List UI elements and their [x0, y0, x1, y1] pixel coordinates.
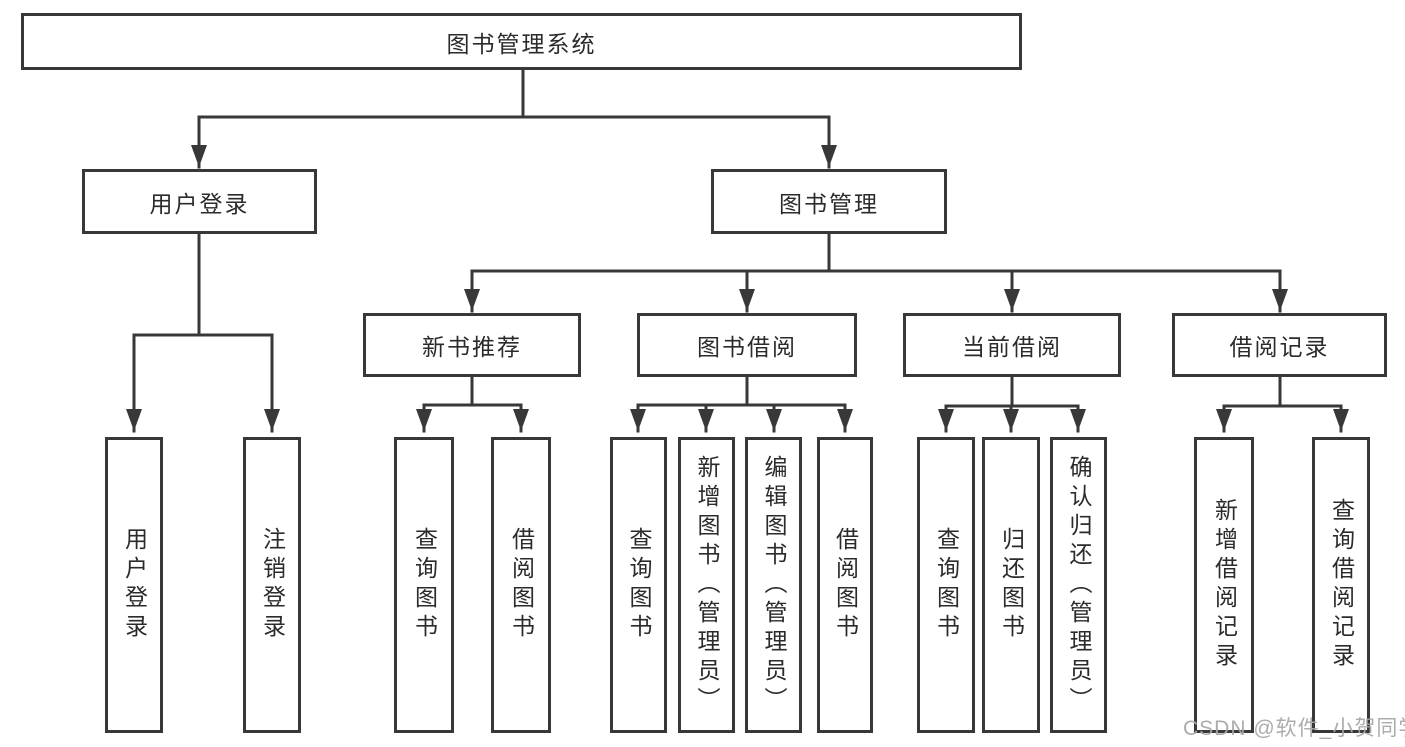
node-leaf-add-borrow-record: 新增借阅记录 [1194, 437, 1254, 733]
node-label: 图书借阅 [697, 334, 797, 360]
node-borrowing-records: 借阅记录 [1172, 313, 1387, 377]
node-label: 图书管理系统 [446, 30, 597, 57]
node-label: 新书推荐 [422, 334, 522, 360]
node-book-borrowing: 图书借阅 [637, 313, 857, 377]
node-new-book-recommend: 新书推荐 [363, 313, 581, 377]
node-leaf-borrow-books-recommend: 借阅图书 [491, 437, 551, 733]
node-label: 新增借阅记录 [1211, 498, 1238, 672]
node-label: 图书管理 [779, 190, 879, 217]
node-label: 查询图书 [933, 527, 960, 643]
node-leaf-logout: 注销登录 [243, 437, 301, 733]
node-label: 归还图书 [998, 527, 1025, 643]
node-book-management-branch: 图书管理 [711, 169, 947, 234]
node-leaf-query-books-current: 查询图书 [917, 437, 975, 733]
node-leaf-query-books-borrowing: 查询图书 [610, 437, 667, 733]
node-label: 注销登录 [259, 527, 286, 643]
node-label: 查询借阅记录 [1328, 498, 1355, 672]
node-label: 借阅图书 [832, 527, 859, 643]
node-label: 用户登录 [121, 527, 148, 643]
node-leaf-return-book: 归还图书 [982, 437, 1040, 733]
node-current-borrowing: 当前借阅 [903, 313, 1121, 377]
node-leaf-query-borrow-record: 查询借阅记录 [1312, 437, 1370, 733]
node-label: 查询图书 [626, 527, 652, 643]
node-label: 用户登录 [149, 190, 250, 217]
node-leaf-query-books-recommend: 查询图书 [394, 437, 454, 733]
node-label: 借阅图书 [508, 527, 535, 643]
node-root-system: 图书管理系统 [21, 13, 1022, 70]
node-user-login-branch: 用户登录 [82, 169, 317, 234]
node-leaf-borrow-books-borrowing: 借阅图书 [817, 437, 873, 733]
node-leaf-confirm-return-admin: 确认归还（管理员） [1050, 437, 1107, 733]
node-label: 编辑图书（管理员） [761, 454, 787, 716]
node-leaf-user-login: 用户登录 [105, 437, 163, 733]
node-leaf-add-book-admin: 新增图书（管理员） [678, 437, 735, 733]
node-label: 新增图书（管理员） [694, 454, 720, 716]
csdn-watermark: CSDN @软件_小贺同学 [1183, 717, 1405, 740]
node-label: 当前借阅 [962, 334, 1062, 360]
node-label: 确认归还（管理员） [1066, 454, 1092, 716]
node-leaf-edit-book-admin: 编辑图书（管理员） [745, 437, 802, 733]
node-label: 查询图书 [411, 527, 438, 643]
node-label: 借阅记录 [1229, 334, 1330, 360]
